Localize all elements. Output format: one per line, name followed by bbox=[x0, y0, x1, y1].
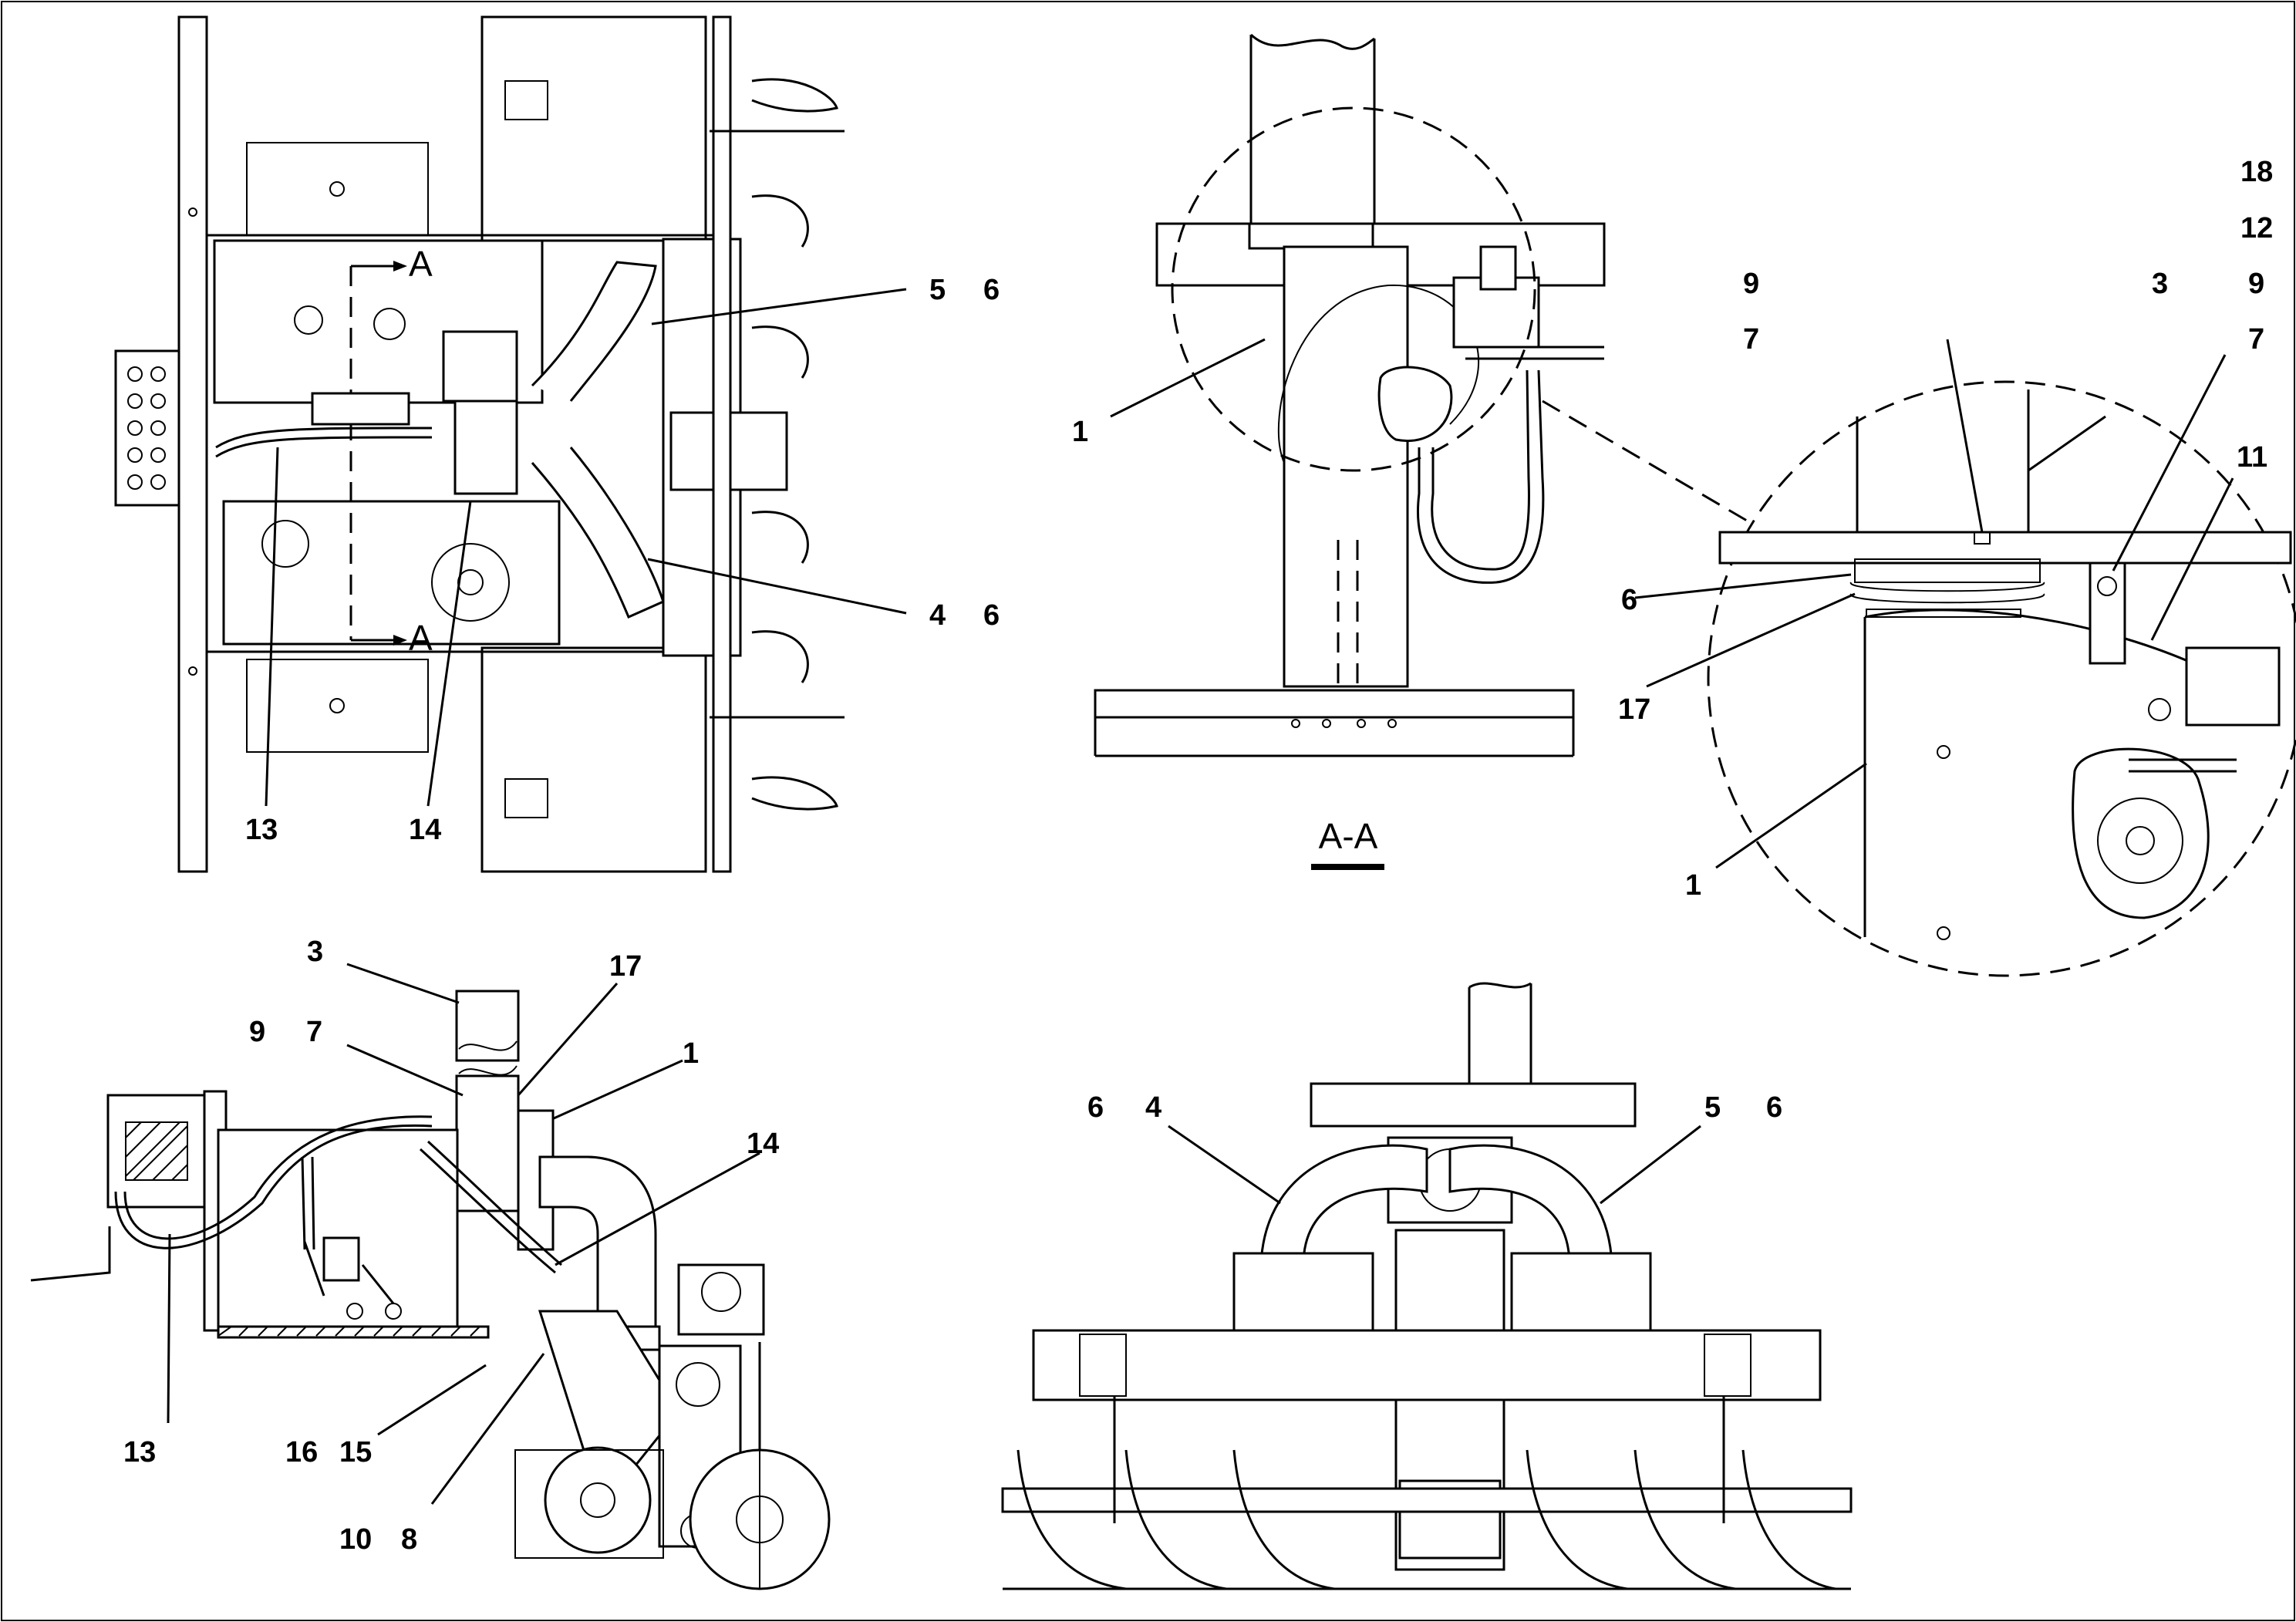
callout-6: 6 bbox=[1621, 584, 1637, 616]
callout-1: 1 bbox=[1072, 416, 1088, 448]
callout-3: 3 bbox=[307, 936, 323, 968]
callout-15: 15 bbox=[339, 1436, 372, 1469]
detail-circle bbox=[1171, 106, 1536, 472]
control-valve-block bbox=[114, 349, 180, 507]
callout-12: 12 bbox=[2240, 212, 2273, 244]
callout-6: 6 bbox=[1087, 1091, 1104, 1124]
callout-7: 7 bbox=[2248, 323, 2264, 356]
section-view-a-a bbox=[1094, 33, 1748, 757]
callout-5: 5 bbox=[1704, 1091, 1721, 1124]
callout-6: 6 bbox=[983, 274, 1000, 306]
side-view bbox=[30, 990, 831, 1590]
callout-9: 9 bbox=[2248, 268, 2264, 300]
section-title-underline bbox=[1311, 864, 1384, 870]
callout-6: 6 bbox=[983, 599, 1000, 632]
callout-3: 3 bbox=[2152, 268, 2168, 300]
callout-8: 8 bbox=[401, 1523, 417, 1556]
callout-16: 16 bbox=[285, 1436, 318, 1469]
tank-lower bbox=[222, 500, 561, 646]
callout-6: 6 bbox=[1766, 1091, 1782, 1124]
callout-4: 4 bbox=[929, 599, 946, 632]
callout-17: 17 bbox=[609, 950, 642, 983]
auger-flights bbox=[751, 78, 838, 811]
callout-7: 7 bbox=[306, 1016, 322, 1048]
front-view bbox=[1001, 982, 1853, 1590]
detail-view bbox=[1707, 380, 2296, 977]
callout-9: 9 bbox=[1743, 268, 1759, 300]
callout-7: 7 bbox=[1743, 323, 1759, 356]
auger-shaft bbox=[712, 15, 732, 873]
callout-4: 4 bbox=[1145, 1091, 1161, 1124]
section-marker-top: A bbox=[409, 244, 433, 284]
callout-13: 13 bbox=[123, 1436, 156, 1469]
section-title: A-A bbox=[1319, 816, 1378, 856]
callout-11: 11 bbox=[2237, 441, 2267, 474]
callout-1: 1 bbox=[1685, 869, 1701, 902]
callout-18: 18 bbox=[2240, 156, 2273, 188]
callout-13: 13 bbox=[245, 814, 278, 846]
callout-9: 9 bbox=[249, 1016, 265, 1048]
callout-5: 5 bbox=[929, 274, 946, 306]
callout-14: 14 bbox=[409, 814, 441, 846]
motor-hose-4 bbox=[531, 447, 665, 619]
callout-10: 10 bbox=[339, 1523, 372, 1556]
section-marker-bottom: A bbox=[409, 618, 433, 658]
motor-hose-5 bbox=[531, 261, 657, 402]
plan-view bbox=[114, 15, 845, 873]
front-augers bbox=[1017, 1449, 1836, 1590]
callout-17: 17 bbox=[1618, 693, 1650, 726]
callout-14: 14 bbox=[747, 1128, 779, 1160]
callout-1: 1 bbox=[683, 1037, 699, 1070]
